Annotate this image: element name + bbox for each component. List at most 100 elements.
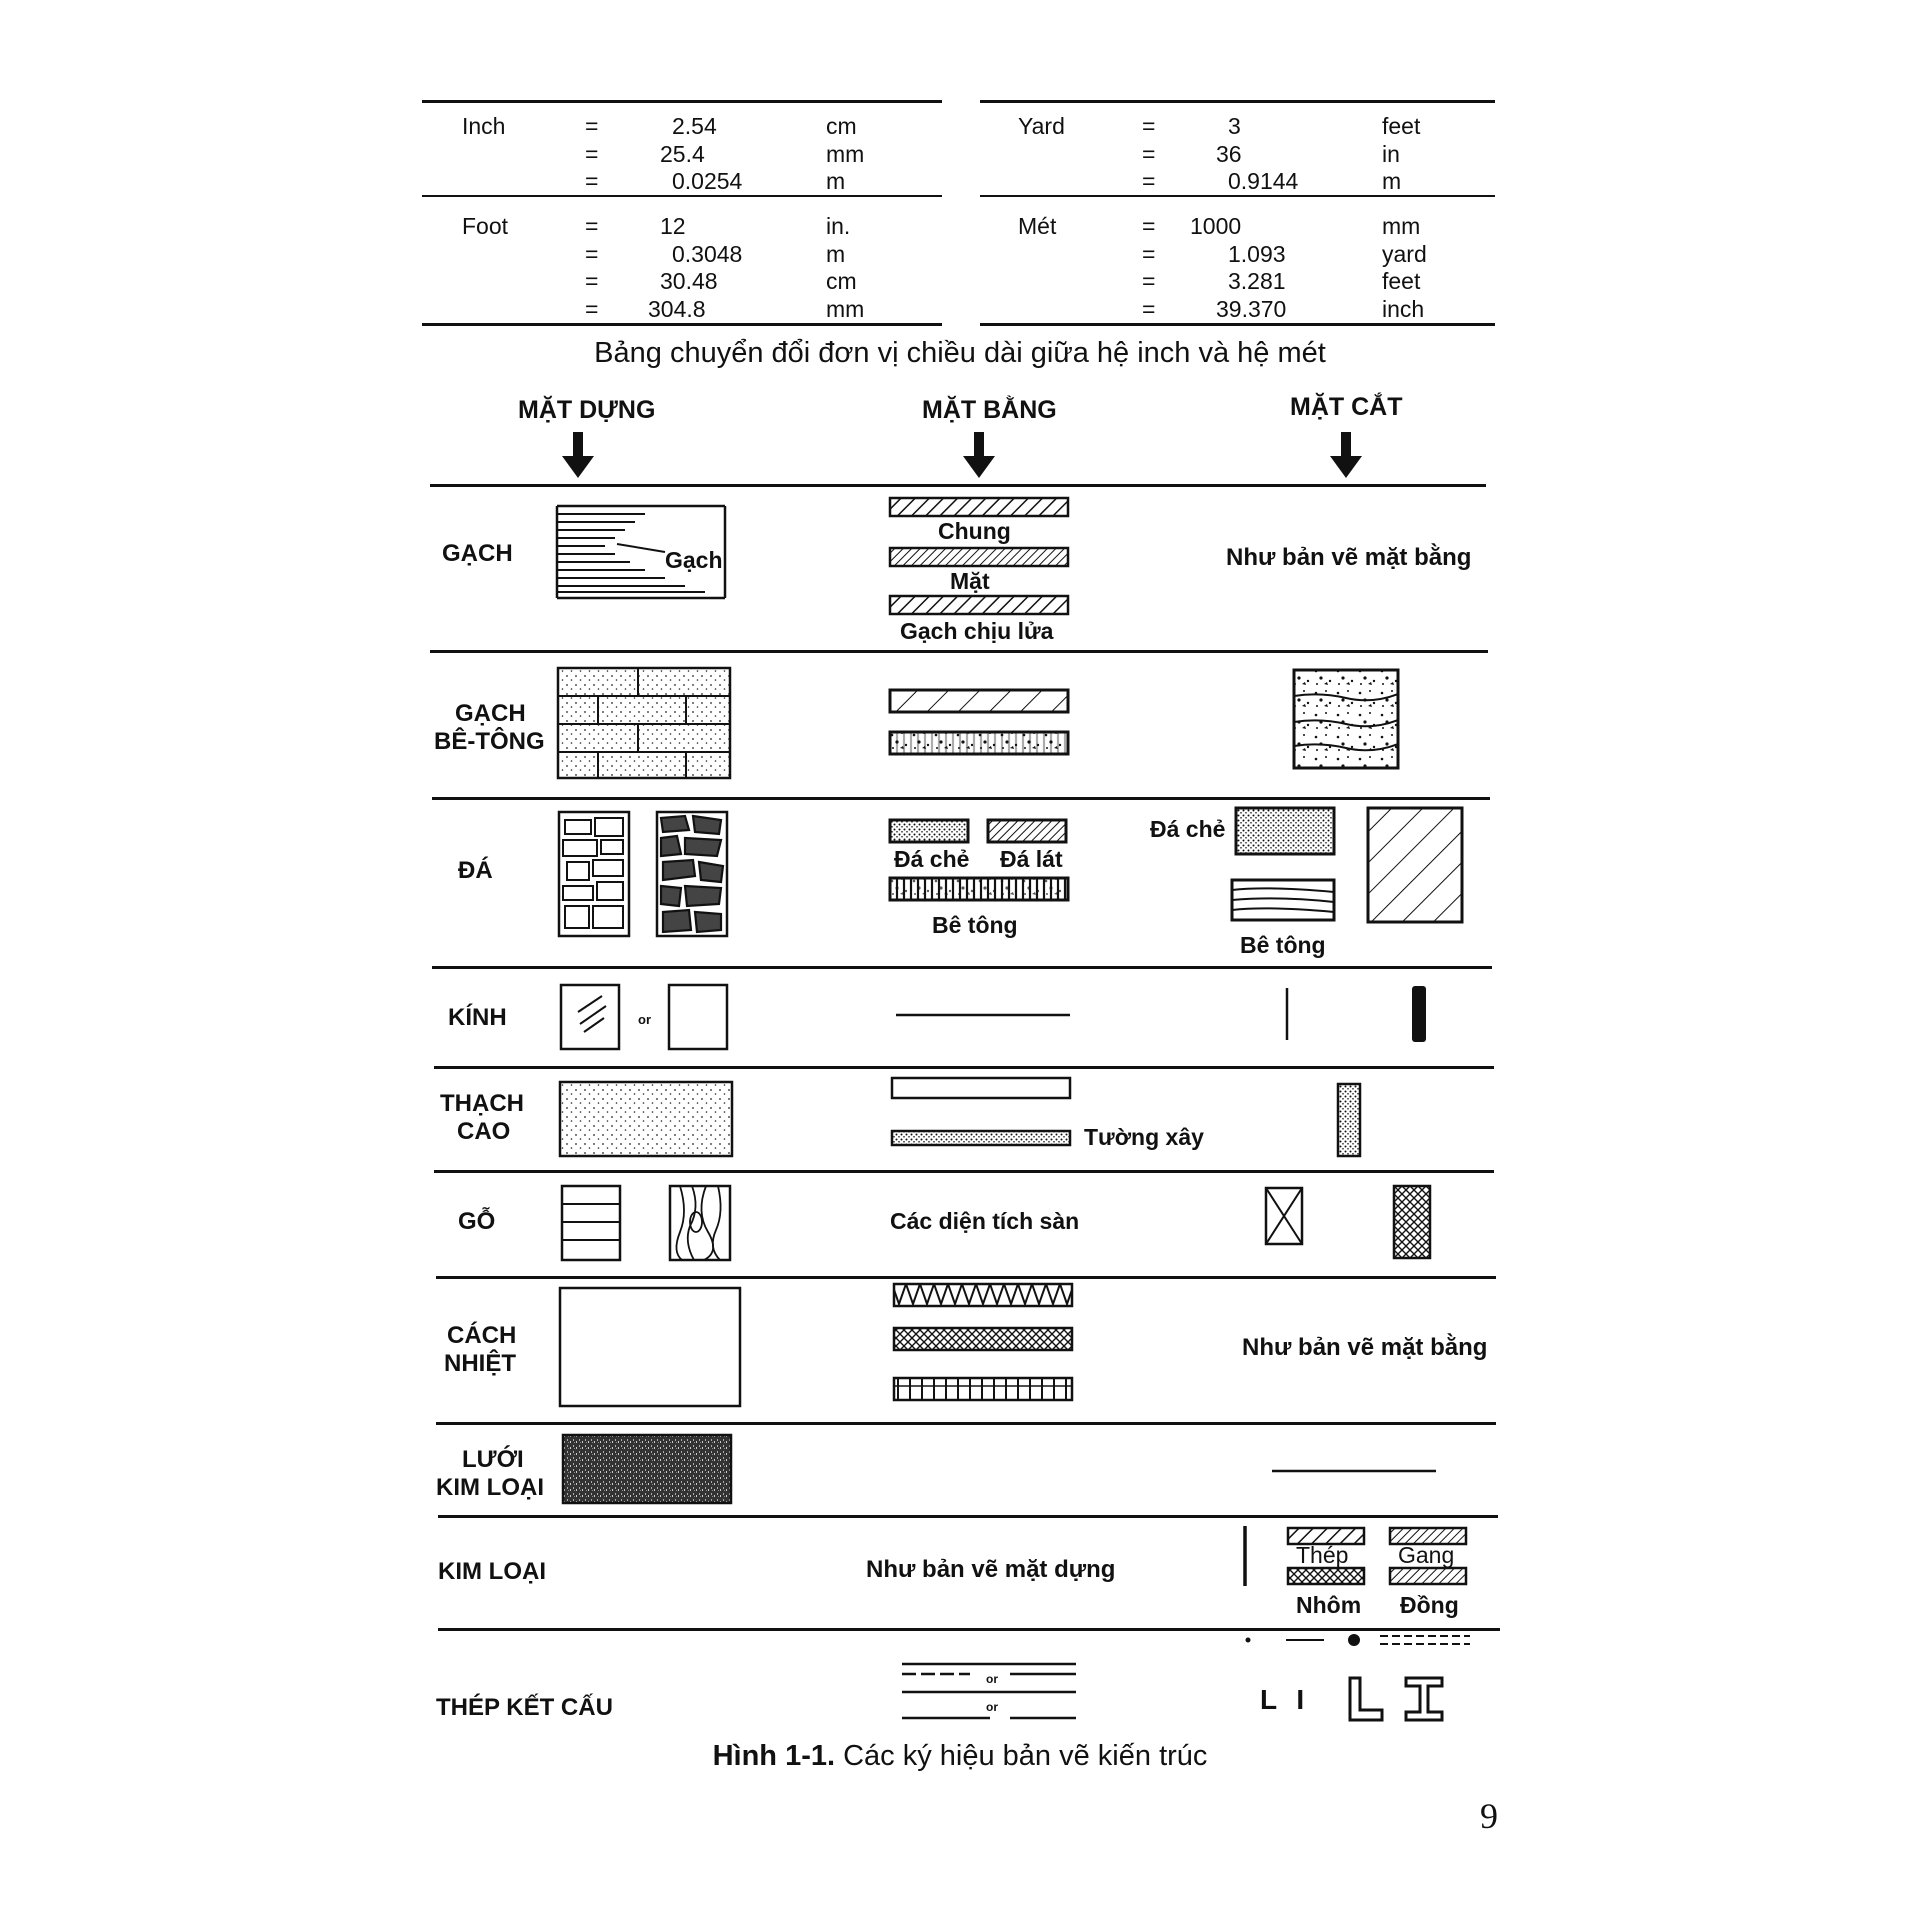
concrete-block-section-symbol	[1292, 668, 1400, 770]
conv-unit: mm	[1382, 213, 1421, 239]
row-label-kim-loai: KIM LOẠI	[438, 1558, 546, 1585]
metal-lath-elevation-symbol	[561, 1433, 733, 1505]
aluminum-section-symbol	[1286, 1566, 1366, 1586]
glass-elevation-plain-symbol	[667, 983, 729, 1051]
conv-value: 1.093	[1228, 241, 1286, 267]
table-rule-left-bot	[422, 323, 942, 326]
glass-section-thin	[1285, 988, 1289, 1040]
row-label-luoi-kim-loai-1: LƯỚI	[462, 1446, 524, 1473]
row-divider	[434, 1170, 1494, 1173]
structural-steel-section-text: L I	[1260, 1684, 1311, 1715]
metal-section-line	[1243, 1526, 1247, 1586]
row-divider	[438, 1515, 1498, 1518]
conv-eq: =	[585, 168, 599, 194]
stone-section-concrete	[1230, 878, 1336, 922]
conv-unit: inch	[1382, 296, 1425, 322]
stone-section-rubble	[1234, 806, 1336, 856]
brick-plan-label: Mặt	[950, 568, 990, 594]
metal-section-label: Đồng	[1400, 1592, 1459, 1618]
stone-plan-concrete	[888, 876, 1070, 902]
metal-section-label: Thép	[1296, 1542, 1349, 1568]
row-divider	[432, 966, 1492, 969]
brick-elevation-label: Gạch	[665, 547, 723, 573]
wood-elevation-grain	[668, 1184, 732, 1262]
stone-plan-label: Đá chẻ	[894, 846, 970, 872]
row-label-gach-be-tong-1: GẠCH	[455, 700, 526, 727]
conv-unit: cm	[826, 268, 857, 294]
cast-iron-section-symbol	[1388, 1526, 1468, 1546]
conv-eq: =	[585, 296, 599, 322]
column-header-section: MẶT CẮT	[1290, 393, 1403, 421]
row-label-thach-cao-1: THẠCH	[440, 1090, 524, 1117]
or-text: or	[986, 1672, 998, 1686]
stone-plan-rubble	[888, 818, 970, 844]
figure-number: Hình 1-1.	[712, 1740, 836, 1772]
column-header-plan: MẶT BẰNG	[922, 396, 1057, 424]
conv-unit: feet	[1382, 268, 1421, 294]
stone-section-label: Đá chẻ	[1150, 816, 1226, 842]
conv-unit: mm	[826, 141, 865, 167]
metal-section-label: Nhôm	[1296, 1592, 1362, 1618]
table-rule-left-top	[422, 100, 942, 103]
conv-unit: yard	[1382, 241, 1427, 267]
row-label-go: GỖ	[458, 1208, 496, 1235]
stone-plan-flagstone	[986, 818, 1068, 844]
brick-plan-common	[888, 496, 1070, 518]
conv-eq: =	[585, 213, 599, 239]
insulation-elevation-symbol	[558, 1286, 742, 1408]
brick-plan-label: Chung	[938, 518, 1011, 544]
row-label-cach-nhiet-2: NHIỆT	[444, 1350, 516, 1377]
conv-unit: m	[826, 168, 846, 194]
conv-value: 3.281	[1228, 268, 1286, 294]
column-header-elevation: MẶT DỰNG	[518, 396, 656, 424]
conv-value: 12	[660, 213, 686, 239]
insulation-plan-batt	[892, 1282, 1074, 1308]
plaster-plan-thin	[890, 1076, 1072, 1100]
conv-value: 2.54	[672, 113, 717, 139]
row-divider	[436, 1276, 1496, 1279]
section-note: Như bản vẽ mặt bằng	[1242, 1334, 1488, 1361]
stone-plan-label: Bê tông	[932, 912, 1018, 938]
row-label-luoi-kim-loai-2: KIM LOẠI	[436, 1474, 544, 1501]
figure-caption-text: Các ký hiệu bản vẽ kiến trúc	[843, 1740, 1208, 1772]
insulation-plan-loose	[892, 1326, 1074, 1352]
conv-unit-met: Mét	[1018, 213, 1057, 239]
conv-eq: =	[1142, 168, 1156, 194]
conv-value: 0.3048	[672, 241, 743, 267]
conv-eq: =	[1142, 213, 1156, 239]
row-label-thach-cao-2: CAO	[457, 1118, 511, 1145]
row-label-cach-nhiet-1: CÁCH	[447, 1322, 517, 1349]
conv-eq: =	[585, 268, 599, 294]
conv-unit: mm	[826, 296, 865, 322]
conv-value: 1000	[1190, 213, 1242, 239]
conv-value: 0.0254	[672, 168, 743, 194]
elevation-note: Như bản vẽ mặt dựng	[866, 1556, 1116, 1583]
brick-elevation-symbol	[555, 504, 727, 600]
conv-eq: =	[1142, 296, 1156, 322]
row-label-kinh: KÍNH	[448, 1004, 507, 1031]
plaster-section-symbol	[1336, 1082, 1362, 1158]
glass-elevation-symbol	[559, 983, 621, 1051]
row-divider	[432, 797, 1490, 800]
conv-eq: =	[1142, 113, 1156, 139]
copper-section-symbol	[1388, 1566, 1468, 1586]
conv-unit: m	[1382, 168, 1402, 194]
or-text: or	[638, 1012, 651, 1027]
conv-value: 25.4	[660, 141, 705, 167]
down-arrow-icon	[963, 432, 995, 478]
stone-elevation-ashlar	[557, 810, 631, 938]
brick-plan-face	[888, 546, 1070, 568]
wood-plan-label: Các diện tích sàn	[890, 1208, 1080, 1234]
plaster-plan-label: Tường xây	[1084, 1124, 1204, 1150]
conv-unit: feet	[1382, 113, 1421, 139]
section-note: Như bản vẽ mặt bằng	[1226, 544, 1472, 571]
row-divider	[430, 484, 1486, 487]
stone-section-hatch	[1366, 806, 1464, 924]
conv-unit: m	[826, 241, 846, 267]
glass-plan-line	[896, 1013, 1070, 1017]
conv-unit-foot: Foot	[462, 213, 509, 239]
table-rule-left-mid	[422, 195, 942, 197]
stone-plan-label: Đá lát	[1000, 846, 1063, 872]
row-label-da: ĐÁ	[458, 857, 493, 884]
